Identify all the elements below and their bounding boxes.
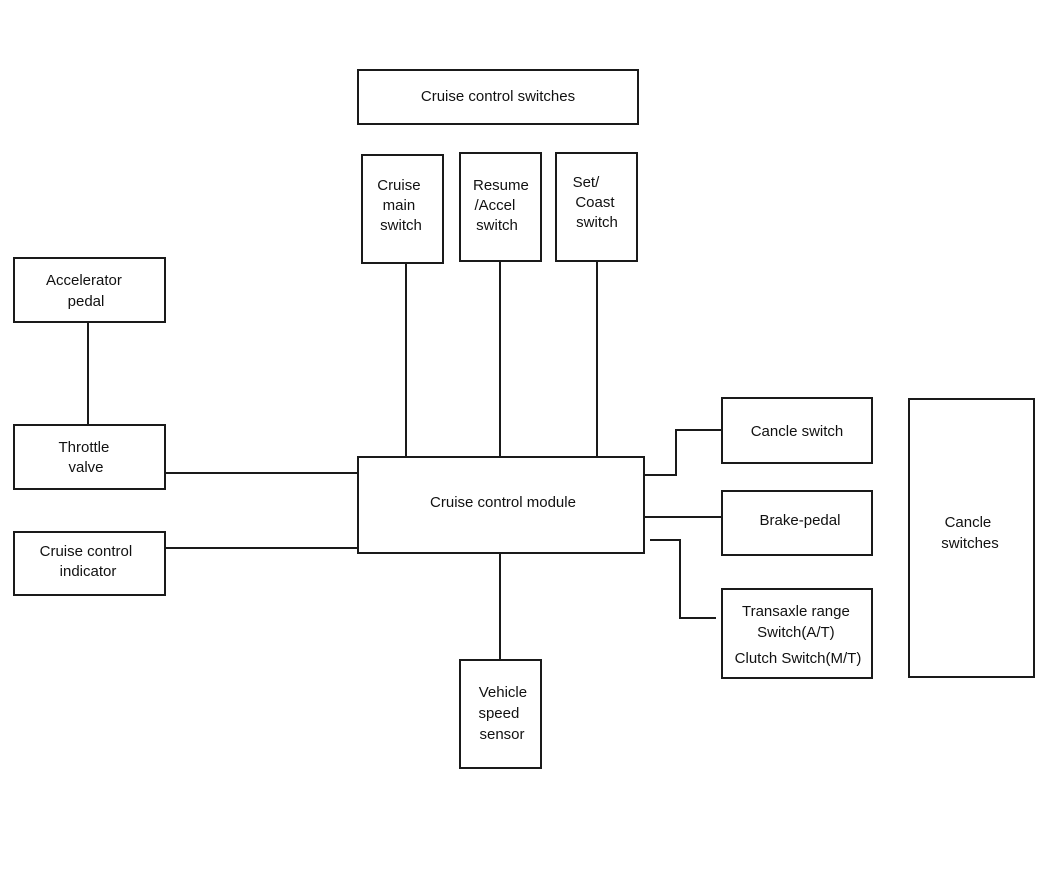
resume-accel-switch-label: Resume /Accel switch <box>473 177 533 234</box>
transaxle-clutch-switch-label: Transaxle range Switch(A/T) Clutch Switc… <box>735 603 862 667</box>
block-cancel-switch: Cancle switch <box>721 397 873 464</box>
block-cruise-main-switch: Cruise main switch <box>361 154 444 264</box>
block-set-coast-switch: Set/ Coast switch <box>555 152 638 262</box>
vehicle-speed-sensor-label: Vehicle speed sensor <box>478 684 531 743</box>
block-accelerator-pedal: Accelerator pedal <box>13 257 166 323</box>
block-cruise-control-module: Cruise control module <box>357 456 645 554</box>
block-switches-header: Cruise control switches <box>357 69 639 125</box>
block-throttle-valve: Throttle valve <box>13 424 166 490</box>
cancel-switches-group-label: Cancle switches <box>941 514 999 552</box>
block-transaxle-clutch-switch: Transaxle range Switch(A/T) Clutch Switc… <box>721 588 873 679</box>
throttle-valve-label: Throttle valve <box>58 439 113 476</box>
cruise-main-switch-label: Cruise main switch <box>377 177 425 234</box>
wire-module-to-transaxle-switch <box>650 539 716 619</box>
block-cruise-control-indicator: Cruise control indicator <box>13 531 166 596</box>
block-vehicle-speed-sensor: Vehicle speed sensor <box>459 659 542 769</box>
block-resume-accel-switch: Resume /Accel switch <box>459 152 542 262</box>
cruise-control-indicator-label: Cruise control indicator <box>40 543 137 580</box>
switches-header-label: Cruise control switches <box>421 88 575 105</box>
wire-module-to-cancel-switch <box>645 429 722 476</box>
block-cancel-switches-group: Cancle switches <box>908 398 1035 678</box>
block-brake-pedal: Brake-pedal <box>721 490 873 556</box>
accelerator-pedal-label: Accelerator pedal <box>46 272 126 310</box>
brake-pedal-label: Brake-pedal <box>760 512 841 529</box>
set-coast-switch-label: Set/ Coast switch <box>573 174 619 231</box>
cancel-switch-label: Cancle switch <box>751 423 844 440</box>
connection-wires <box>87 261 722 660</box>
cruise-control-module-label: Cruise control module <box>430 494 576 511</box>
